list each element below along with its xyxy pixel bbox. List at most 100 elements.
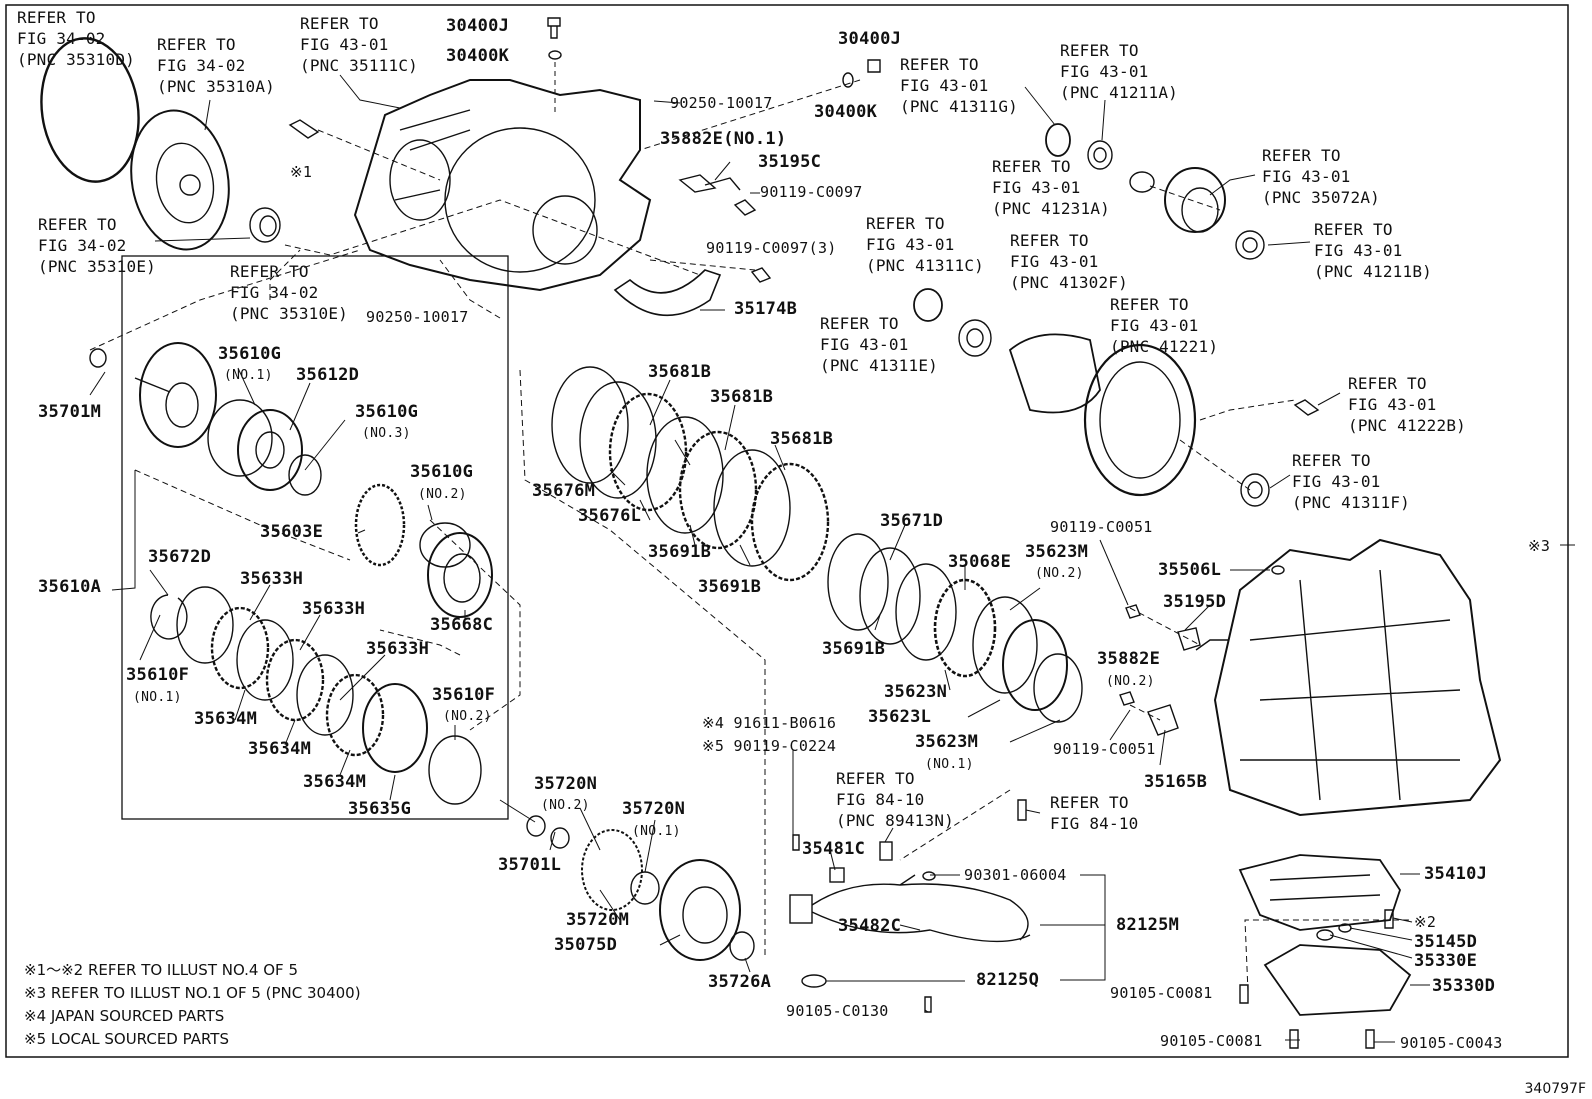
part-label: 30400K xyxy=(814,102,878,122)
part-label: 90250-10017 xyxy=(366,308,469,326)
part-label: 35623L xyxy=(868,707,932,727)
part-label: (NO.2) xyxy=(1106,674,1155,689)
oil-pump-shape xyxy=(130,109,230,251)
footnote: ※4 JAPAN SOURCED PARTS xyxy=(24,1007,225,1025)
part-label: ※3 xyxy=(1528,537,1551,555)
subassembly-box-35610A xyxy=(121,255,509,820)
part-label: ※2 xyxy=(1414,913,1437,931)
part-label: 35691B xyxy=(822,639,886,659)
part-label: 90250-10017 xyxy=(670,94,773,112)
part-label: (NO.2) xyxy=(541,798,590,813)
part-label: 35633H xyxy=(366,639,430,659)
reference-callout: REFER TO FIG 43-01 (PNC 41222B) xyxy=(1348,374,1466,435)
part-label: 35720N xyxy=(622,799,686,819)
diagram-frame xyxy=(5,4,1569,1058)
part-label: 90119-C0097(3) xyxy=(706,239,837,257)
part-label: 35701M xyxy=(38,402,102,422)
part-label: (NO.1) xyxy=(133,690,182,705)
part-label: 30400J xyxy=(446,16,510,36)
reference-callout: REFER TO FIG 34-02 (PNC 35310A) xyxy=(157,35,275,96)
part-label: (NO.2) xyxy=(418,487,467,502)
reference-callout: REFER TO FIG 84-10 xyxy=(1050,793,1139,833)
footnote: ※5 LOCAL SOURCED PARTS xyxy=(24,1030,229,1048)
part-label: 35330E xyxy=(1414,951,1478,971)
part-label: 35691B xyxy=(648,542,712,562)
part-label: 35410J xyxy=(1424,864,1488,884)
part-label: 35612D xyxy=(296,365,360,385)
reference-callout: REFER TO FIG 43-01 (PNC 41221) xyxy=(1110,295,1219,356)
part-label: 35882E xyxy=(1097,649,1161,669)
reference-callout: REFER TO FIG 43-01 (PNC 41302F) xyxy=(1010,231,1128,292)
part-label: 35145D xyxy=(1414,932,1478,952)
part-label: (NO.1) xyxy=(224,368,273,383)
part-label: 35701L xyxy=(498,855,562,875)
part-label: 35623M xyxy=(915,732,979,752)
part-label: 30400K xyxy=(446,46,510,66)
reference-callout: REFER TO FIG 84-10 (PNC 89413N) xyxy=(836,769,954,830)
reference-callout: REFER TO FIG 43-01 (PNC 41211B) xyxy=(1314,220,1432,281)
part-label: 35165B xyxy=(1144,772,1208,792)
ring-gear-shape xyxy=(1083,343,1197,497)
footnote: ※3 REFER TO ILLUST NO.1 OF 5 (PNC 30400) xyxy=(24,984,361,1002)
part-label: 35068E xyxy=(948,552,1012,572)
part-label: 35610F xyxy=(126,665,190,685)
reference-callout: REFER TO FIG 34-02 (PNC 35310E) xyxy=(230,262,348,323)
part-label: 90105-C0081 xyxy=(1110,984,1213,1002)
reference-callout: REFER TO FIG 43-01 (PNC 41231A) xyxy=(992,157,1110,218)
part-label: 35634M xyxy=(248,739,312,759)
part-label: 35671D xyxy=(880,511,944,531)
input-shaft-drum-shape xyxy=(139,342,217,448)
part-label: 35720M xyxy=(566,910,630,930)
part-label: 90105-C0043 xyxy=(1400,1034,1503,1052)
part-label: 82125Q xyxy=(976,970,1040,990)
part-label: 35668C xyxy=(430,615,494,635)
reference-callout: REFER TO FIG 34-02 (PNC 35310D) xyxy=(17,8,135,69)
part-label: 90119-C0051 xyxy=(1050,518,1153,536)
valve-body-shape xyxy=(1238,854,1401,931)
part-label: ※1 xyxy=(290,163,313,181)
part-label: 35603E xyxy=(260,522,324,542)
oil-strainer-shape xyxy=(1263,944,1412,1016)
differential-case-shape xyxy=(1008,333,1101,414)
part-label: 35623M xyxy=(1025,542,1089,562)
part-label: 35330D xyxy=(1432,976,1496,996)
part-label: 82125M xyxy=(1116,915,1180,935)
reference-callout: REFER TO FIG 43-01 (PNC 41311F) xyxy=(1292,451,1410,512)
part-label: 35610G xyxy=(355,402,419,422)
reference-callout: REFER TO FIG 34-02 (PNC 35310E) xyxy=(38,215,156,276)
part-label: ※4 91611-B0616 xyxy=(702,714,837,732)
diagram-code: 340797F xyxy=(1524,1081,1587,1097)
part-label: 90105-C0130 xyxy=(786,1002,889,1020)
part-label: 35195D xyxy=(1163,592,1227,612)
part-label: 35726A xyxy=(708,972,772,992)
reference-callout: REFER TO FIG 43-01 (PNC 35111C) xyxy=(300,14,418,75)
transaxle-housing-shape xyxy=(353,79,652,292)
reference-callout: REFER TO FIG 43-01 (PNC 41311C) xyxy=(866,214,984,275)
part-label: 35610G xyxy=(218,344,282,364)
part-label: 35634M xyxy=(303,772,367,792)
part-label: (NO.2) xyxy=(443,709,492,724)
part-label: 35195C xyxy=(758,152,822,172)
reference-callout: REFER TO FIG 43-01 (PNC 41211A) xyxy=(1060,41,1178,102)
reference-callout: REFER TO FIG 43-01 (PNC 41311E) xyxy=(820,314,938,375)
part-label: 90301-06004 xyxy=(964,866,1067,884)
part-label: 35691B xyxy=(698,577,762,597)
part-label: 35634M xyxy=(194,709,258,729)
reference-callout: REFER TO FIG 43-01 (PNC 35072A) xyxy=(1262,146,1380,207)
part-label: 35633H xyxy=(240,569,304,589)
part-label: 35174B xyxy=(734,299,798,319)
part-label: 35506L xyxy=(1158,560,1222,580)
part-label: 35720N xyxy=(534,774,598,794)
o-ring-large-shape xyxy=(40,37,140,183)
part-label: (NO.1) xyxy=(925,757,974,772)
deflector-plate-shape xyxy=(613,269,722,317)
part-label: 90105-C0081 xyxy=(1160,1032,1263,1050)
part-label: 35482C xyxy=(838,916,902,936)
part-label: 35676L xyxy=(578,506,642,526)
part-label: 35676M xyxy=(532,481,596,501)
part-label: 35481C xyxy=(802,839,866,859)
part-label: 35681B xyxy=(710,387,774,407)
part-label: 35681B xyxy=(770,429,834,449)
part-label: (NO.2) xyxy=(1035,566,1084,581)
